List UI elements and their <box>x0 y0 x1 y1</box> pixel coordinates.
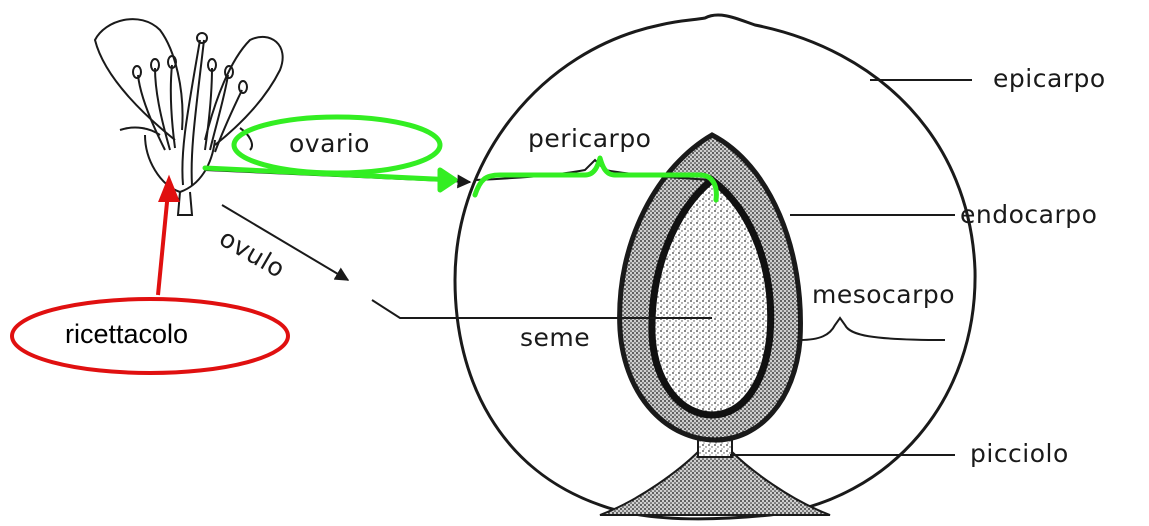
label-ovario: ovario <box>289 131 370 156</box>
ovario-green-arrow-line <box>205 168 455 180</box>
flower-receptacle <box>145 135 215 192</box>
label-picciolo: picciolo <box>970 441 1069 466</box>
ovario-green-arrowhead <box>440 170 455 190</box>
ricettacolo-red-arrowhead <box>161 180 177 200</box>
fruit-illustration <box>455 15 975 519</box>
label-epicarpo: epicarpo <box>993 66 1106 91</box>
label-seme: seme <box>520 325 590 350</box>
label-mesocarpo: mesocarpo <box>812 282 955 307</box>
ricettacolo-red-arrow-line <box>158 192 168 295</box>
flower-illustration <box>95 19 283 215</box>
label-endocarpo: endocarpo <box>960 202 1097 227</box>
label-pericarpo: pericarpo <box>528 126 651 151</box>
label-ricettacolo: ricettacolo <box>65 321 188 348</box>
flower-petal-right <box>205 37 283 145</box>
